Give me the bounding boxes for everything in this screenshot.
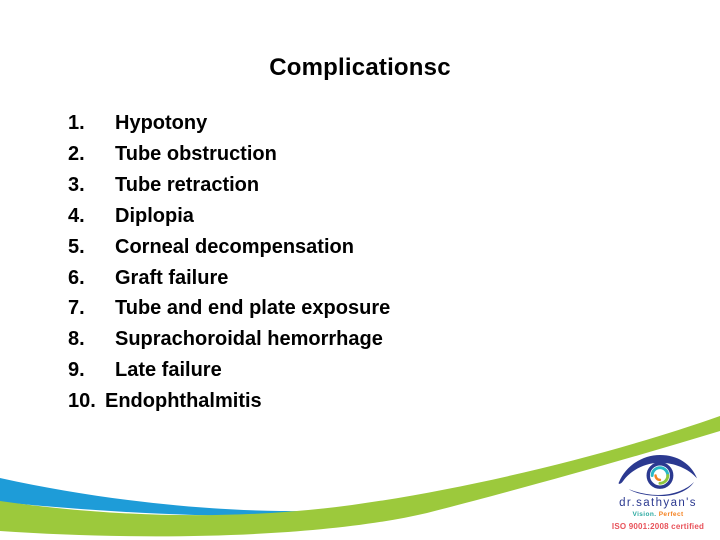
tagline-word-2: Perfect — [658, 510, 684, 518]
list-item-number: 8. — [68, 328, 85, 351]
list-item-number: 2. — [68, 142, 85, 165]
list-item-text: Tube obstruction — [115, 142, 277, 165]
list-item-number: 7. — [68, 297, 85, 320]
iris-swirl-orange — [654, 474, 662, 482]
list-item-number: 9. — [68, 359, 85, 382]
list-item-number: 4. — [68, 204, 85, 227]
list-item-text: Late failure — [115, 359, 222, 382]
list-item: 7. Tube and end plate exposure — [68, 293, 390, 324]
list-item-text: Corneal decompensation — [115, 235, 354, 258]
tagline-word-1: Vision. — [632, 510, 657, 518]
list-item-text: Endophthalmitis — [105, 390, 262, 413]
list-item: 4. Diplopia — [68, 201, 390, 232]
slide-title: Complicationsc — [269, 54, 451, 81]
list-item-text: Tube retraction — [115, 173, 260, 196]
complications-list: 1. Hypotony 2. Tube obstruction 3. Tube … — [68, 108, 390, 417]
upper-eyelid — [618, 454, 698, 484]
iso-certification-text: ISO 9001:2008 certified — [611, 522, 705, 531]
list-item: 9. Late failure — [68, 355, 390, 386]
iris-swirl-green — [658, 474, 670, 485]
list-item-number: 5. — [68, 235, 85, 258]
logo-name: dr.sathyan's — [619, 497, 697, 509]
list-item: 10. Endophthalmitis — [68, 386, 390, 417]
list-item-number: 6. — [68, 266, 85, 289]
list-item-number: 3. — [68, 173, 85, 196]
list-item: 5. Corneal decompensation — [68, 232, 390, 263]
lower-eyelid — [628, 481, 695, 496]
swoosh-blue-curve — [0, 478, 487, 516]
list-item: 8. Suprachoroidal hemorrhage — [68, 324, 390, 355]
list-item-text: Diplopia — [115, 204, 194, 227]
list-item-number: 10. — [68, 390, 96, 413]
list-item: 2. Tube obstruction — [68, 139, 390, 170]
list-item-text: Graft failure — [115, 266, 229, 289]
list-item: 3. Tube retraction — [68, 170, 390, 201]
list-item: 6. Graft failure — [68, 263, 390, 294]
eye-swirl-icon — [618, 454, 698, 496]
iris-swirl-teal — [650, 466, 670, 477]
list-item: 1. Hypotony — [68, 108, 390, 139]
list-item-text: Tube and end plate exposure — [115, 297, 391, 320]
clinic-logo: dr.sathyan's Vision. Perfect ISO 9001:20… — [601, 452, 715, 531]
list-item-text: Hypotony — [115, 112, 208, 134]
logo-tagline: Vision. Perfect — [601, 510, 715, 519]
list-item-number: 1. — [68, 112, 85, 134]
list-item-text: Suprachoroidal hemorrhage — [115, 328, 383, 351]
